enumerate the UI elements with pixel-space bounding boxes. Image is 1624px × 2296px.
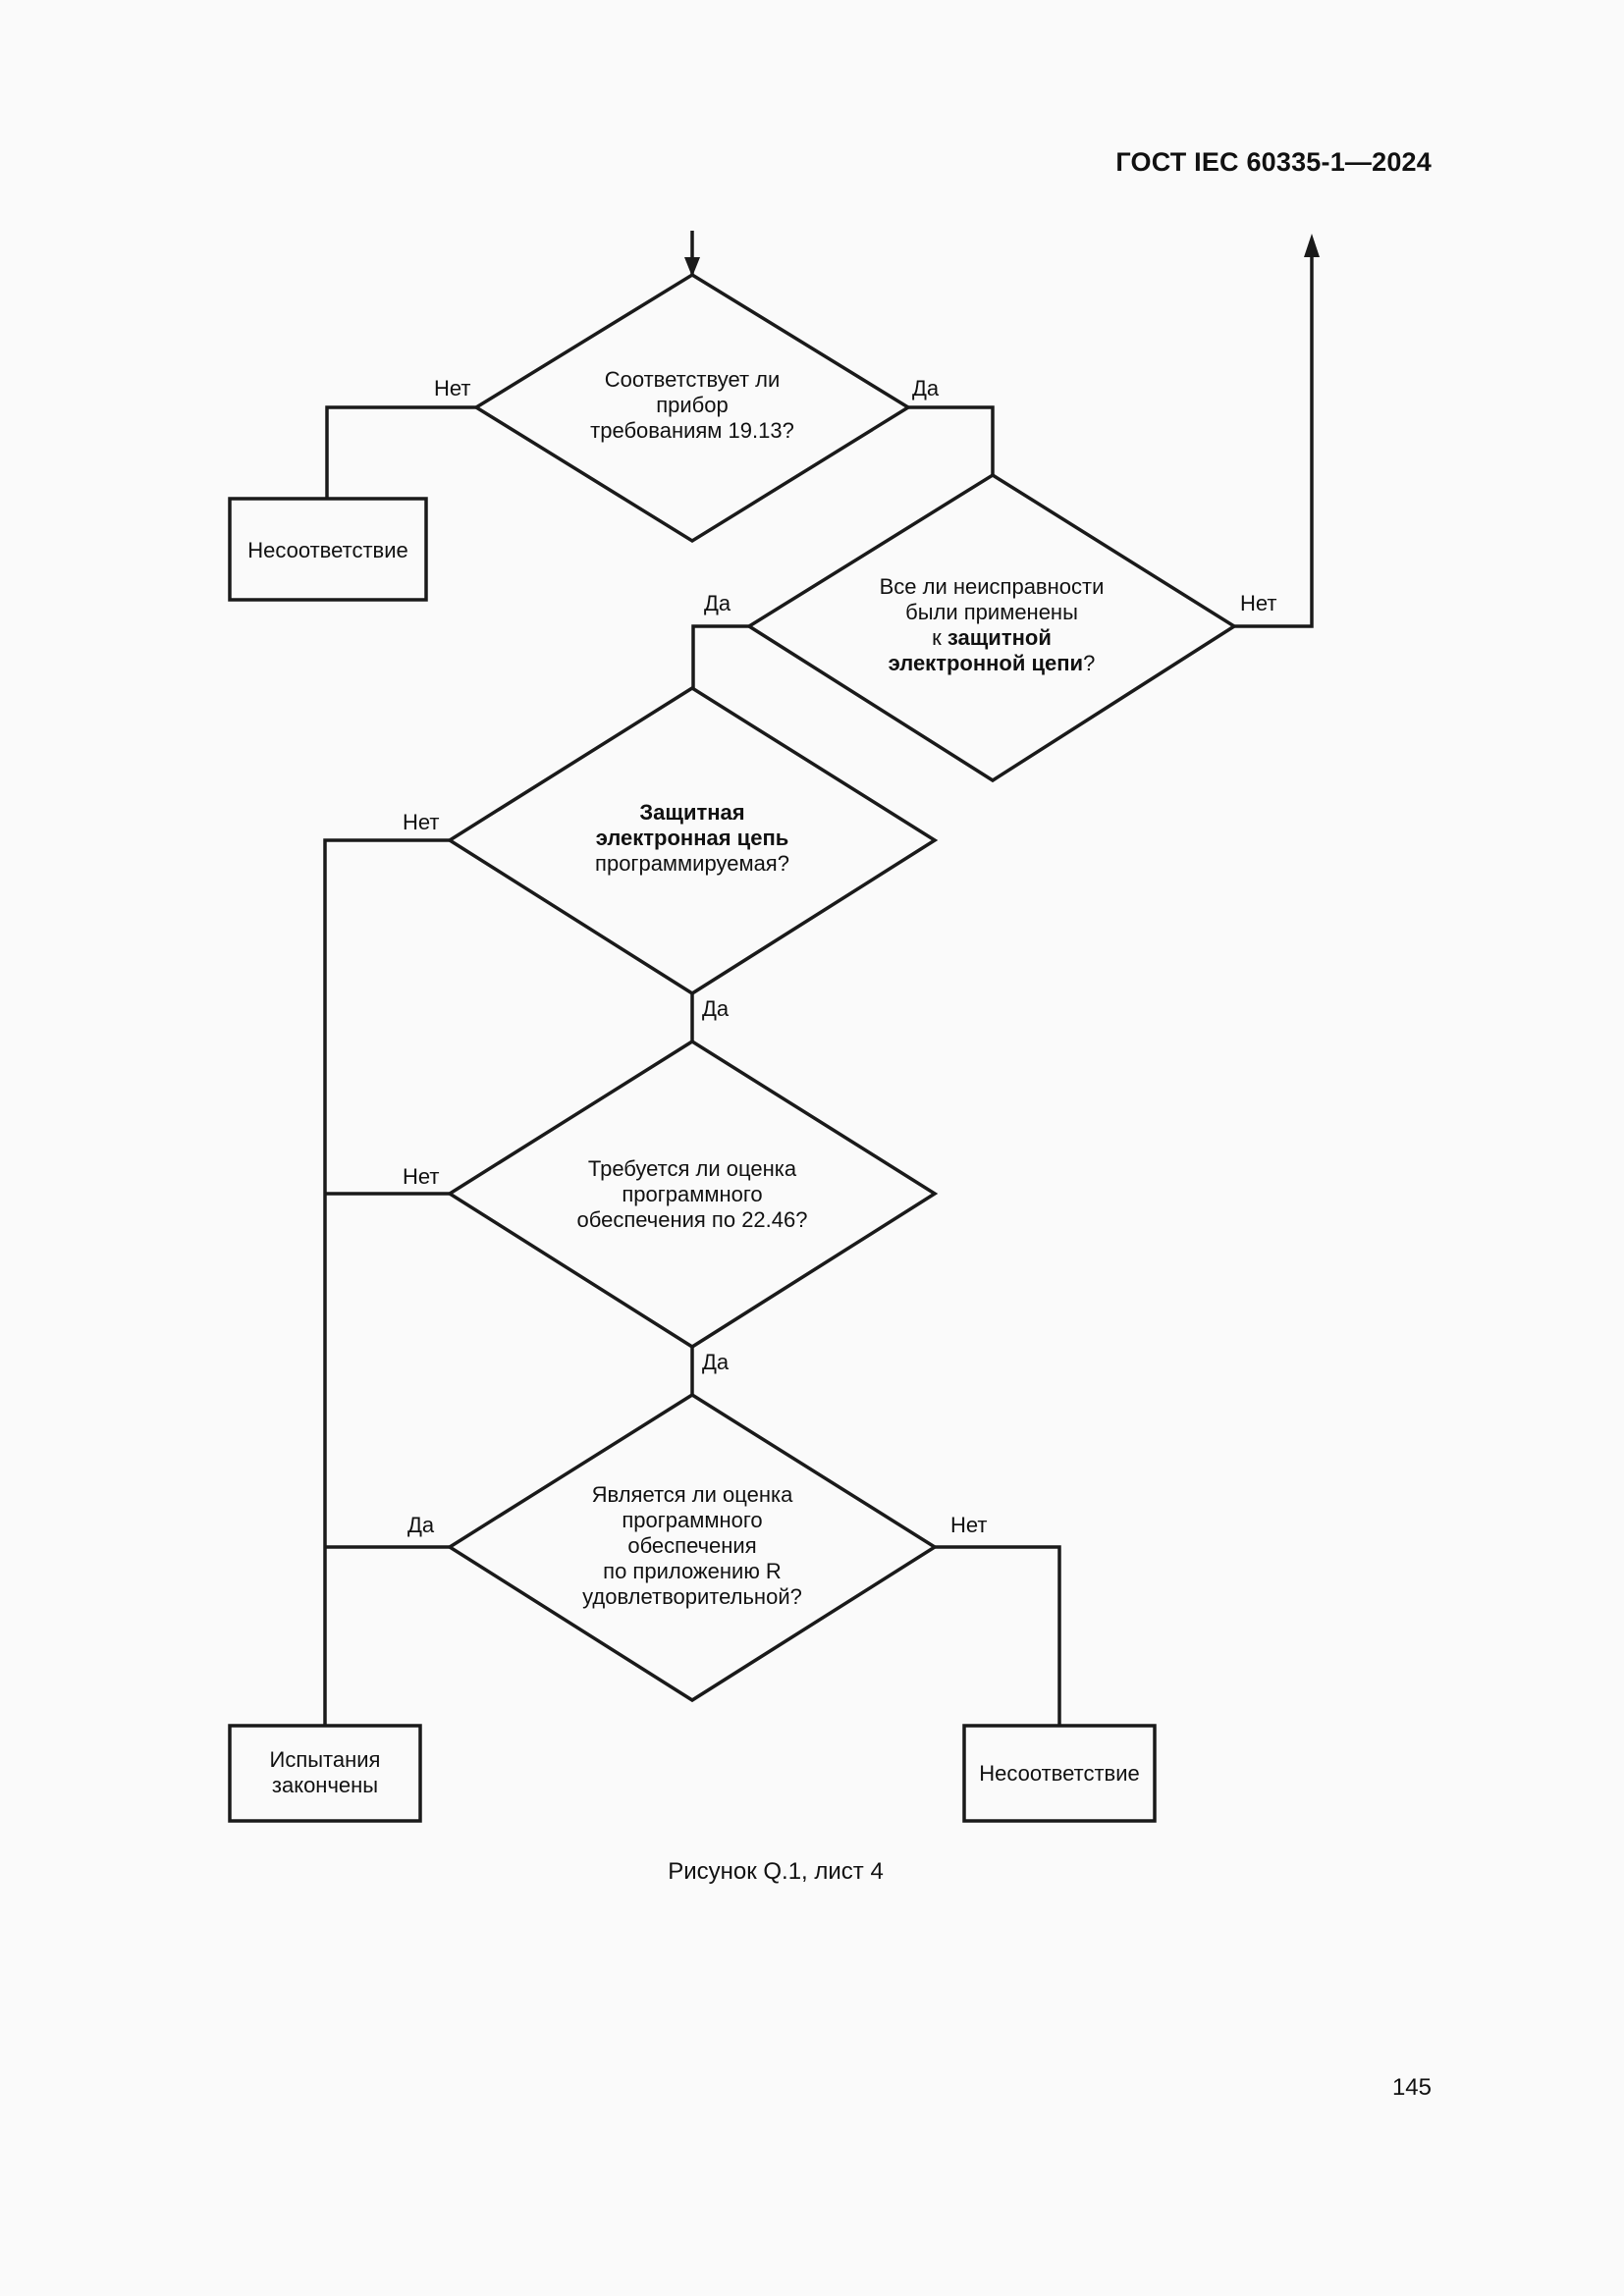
edge-label-d4-yes: Да xyxy=(702,1350,730,1374)
edge-label-d3-no: Нет xyxy=(403,810,440,834)
decision-d1-text: Соответствует ли прибор требованиям 19.1… xyxy=(590,367,794,443)
exit-arrow-line xyxy=(1234,250,1314,628)
decision-d5-text: Является ли оценка программного обеспече… xyxy=(582,1482,802,1609)
decision-d4 xyxy=(446,1039,939,1350)
decision-d4-text: Требуется ли оценка программного обеспеч… xyxy=(576,1156,808,1232)
decision-d2 xyxy=(745,472,1238,783)
edge-label-d2-yes: Да xyxy=(704,591,731,615)
figure-caption: Рисунок Q.1, лист 4 xyxy=(668,1858,884,1885)
document-header: ГОСТ IEC 60335-1—2024 xyxy=(1115,147,1432,177)
decision-d5 xyxy=(446,1392,939,1703)
decision-d2-text: Все ли неисправности были применены к за… xyxy=(879,574,1105,675)
connector-d5-no xyxy=(935,1545,1061,1726)
entry-arrowhead xyxy=(684,257,700,277)
edge-label-d1-yes: Да xyxy=(912,376,940,400)
box-nonconformity-1-text: Несоответствие xyxy=(247,538,408,562)
connector-d3-no xyxy=(323,838,450,1726)
edge-label-d4-no: Нет xyxy=(403,1164,440,1189)
edge-label-d1-no: Нет xyxy=(434,376,471,400)
connector-d1-yes xyxy=(908,405,995,475)
edge-label-d3-yes: Да xyxy=(702,996,730,1021)
decision-d3-text: Защитная электронная цепь программируема… xyxy=(595,800,789,876)
exit-arrowhead xyxy=(1304,234,1320,257)
box-nonconformity-2 xyxy=(962,1724,1157,1823)
decision-d3 xyxy=(446,685,939,996)
edge-label-d2-no: Нет xyxy=(1240,591,1277,615)
connector-d2-yes xyxy=(691,624,749,688)
page-number: 145 xyxy=(1391,2074,1432,2101)
box-tests-completed-text: Испытания закончены xyxy=(269,1747,381,1797)
decision-d1 xyxy=(472,272,912,544)
edge-label-d5-yes: Да xyxy=(407,1513,435,1537)
edge-label-d5-no: Нет xyxy=(950,1513,988,1537)
box-nonconformity-1 xyxy=(228,497,428,602)
connector-d1-no xyxy=(325,405,476,499)
box-nonconformity-2-text: Несоответствие xyxy=(979,1761,1140,1786)
box-tests-completed xyxy=(228,1724,422,1823)
